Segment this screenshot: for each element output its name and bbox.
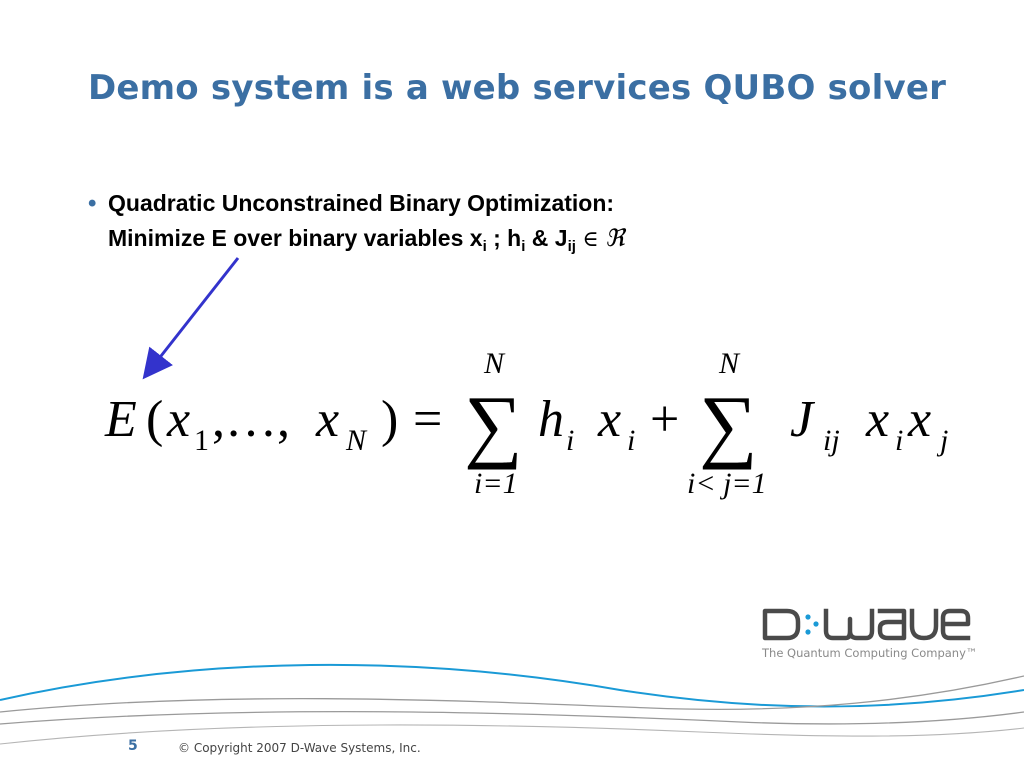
eq-x-i: x [597, 391, 621, 448]
bullet-sub-i-2: i [521, 238, 526, 255]
eq-sum-2-lower: i< j=1 [687, 467, 767, 500]
bullet-line-2: Minimize E over binary variables xi ; hi… [88, 221, 625, 264]
bullet-block: • Quadratic Unconstrained Binary Optimiz… [88, 186, 625, 264]
pointer-arrow [142, 257, 240, 380]
bullet-icon: • [88, 190, 97, 217]
slide-title: Demo system is a web services QUBO solve… [88, 68, 947, 108]
page-number: 5 [128, 738, 138, 754]
eq-x-i-2: x [865, 391, 889, 448]
eq-xN: x [315, 391, 339, 448]
eq-sub-N: N [345, 424, 368, 457]
eq-sum-1: ∑ [464, 379, 522, 470]
bullet-line-1: • Quadratic Unconstrained Binary Optimiz… [88, 186, 625, 221]
eq-h-sub-i: i [566, 424, 574, 457]
reals-symbol: ℜ [605, 224, 625, 252]
eq-x-sub-i: i [627, 424, 635, 457]
eq-plus: + [650, 391, 679, 448]
bullet-sub-i: i [482, 238, 487, 255]
logo-tagline: The Quantum Computing Company™ [762, 646, 978, 660]
eq-J-sub-ij: ij [823, 424, 840, 457]
bullet-sub-ij: ij [567, 238, 576, 255]
eq-E: E [104, 391, 137, 448]
eq-sum-2: ∑ [699, 379, 757, 470]
bullet-text-1: Quadratic Unconstrained Binary Optimizat… [108, 190, 615, 216]
eq-J: J [790, 391, 816, 448]
eq-open-paren: ( [146, 391, 163, 448]
dwave-logo-icon [762, 608, 971, 641]
eq-h: h [538, 391, 564, 448]
decorative-swoosh [0, 663, 1024, 745]
eq-x-j: x [907, 391, 931, 448]
eq-equals: = [413, 391, 442, 448]
eq-sum-1-upper: N [483, 347, 506, 380]
bullet-text-2a: Minimize E over binary variables x [108, 225, 483, 251]
bullet-text-2c: & J [525, 225, 568, 251]
eq-sum-2-upper: N [718, 347, 741, 380]
copyright-text: © Copyright 2007 D-Wave Systems, Inc. [178, 741, 421, 755]
eq-dots: ,…, [212, 391, 290, 448]
eq-close-paren: ) [381, 391, 398, 448]
eq-sub-1: 1 [194, 424, 209, 457]
bullet-text-2b: ; h [486, 225, 522, 251]
eq-x1: x [166, 391, 190, 448]
element-of-symbol: ∈ [582, 227, 599, 252]
eq-sum-1-lower: i=1 [474, 467, 518, 500]
qubo-equation: E ( x 1 ,…, x N ) = N ∑ i=1 h i x i + N … [104, 347, 948, 500]
eq-x-sub-i-2: i [895, 424, 903, 457]
eq-x-sub-j: j [936, 424, 948, 457]
